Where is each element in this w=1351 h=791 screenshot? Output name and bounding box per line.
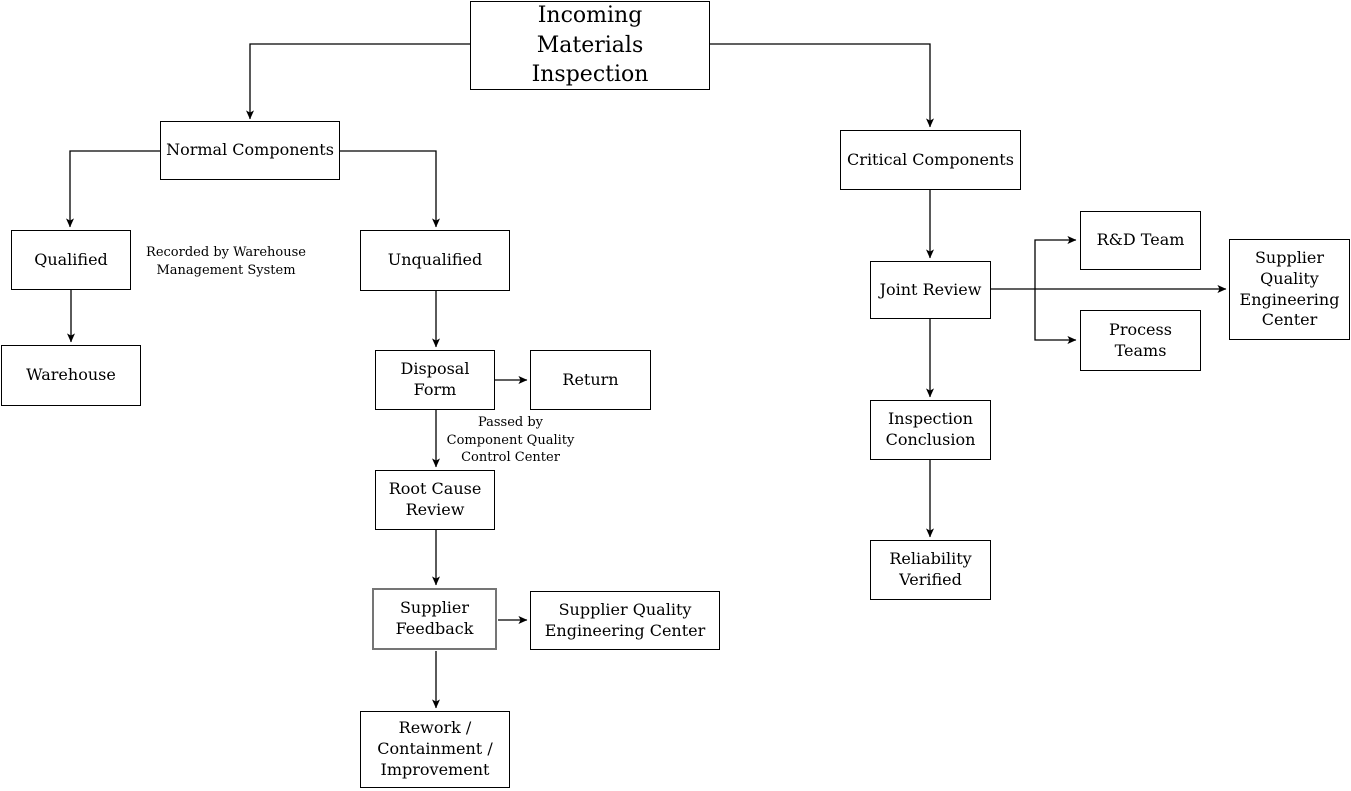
node-warehouse-label: Warehouse	[26, 365, 116, 385]
node-rework-containment-improvement: Rework / Containment / Improvement	[360, 711, 510, 788]
node-return-label: Return	[562, 369, 619, 389]
node-rework-containment-improvement-label: Rework / Containment / Improvement	[377, 718, 493, 779]
node-rd-team-label: R&D Team	[1096, 230, 1185, 250]
node-normal-components-label: Normal Components	[166, 140, 334, 160]
node-return: Return	[530, 350, 651, 410]
node-joint-review: Joint Review	[870, 261, 991, 319]
edge-title-to-critical-components	[710, 43, 934, 128]
node-normal-components: Normal Components	[160, 121, 340, 180]
node-critical-components: Critical Components	[840, 130, 1021, 190]
node-rd-team: R&D Team	[1080, 211, 1201, 270]
edge-normal-to-qualified	[66, 150, 160, 228]
node-supplier-quality-engineering-center-left: Supplier Quality Engineering Center	[530, 591, 720, 650]
annotation-warehouse-management-system: Recorded by Warehouse Management System	[146, 245, 306, 278]
node-warehouse: Warehouse	[1, 345, 141, 406]
node-process-teams: Process Teams	[1080, 310, 1201, 371]
node-supplier-quality-engineering-center-right: Supplier Quality Engineering Center	[1229, 239, 1350, 340]
node-joint-review-label: Joint Review	[879, 279, 982, 299]
node-qualified: Qualified	[11, 230, 131, 290]
annotation-component-quality-control-center: Passed by Component Quality Control Cent…	[446, 415, 575, 466]
node-inspection-conclusion: Inspection Conclusion	[870, 400, 991, 460]
edge-joint-review-to-process-teams	[1034, 289, 1077, 344]
node-critical-components-label: Critical Components	[847, 149, 1014, 169]
node-supplier-feedback-label: Supplier Feedback	[395, 598, 474, 638]
node-inspection-conclusion-label: Inspection Conclusion	[885, 409, 976, 449]
node-qualified-label: Qualified	[34, 249, 108, 269]
edge-joint-review-to-rd-team	[1034, 236, 1077, 289]
node-reliability-verified: Reliability Verified	[870, 540, 991, 600]
node-reliability-verified-label: Reliability Verified	[889, 549, 972, 589]
edge-title-to-normal-components	[246, 43, 470, 120]
node-supplier-quality-engineering-center-right-label: Supplier Quality Engineering Center	[1239, 247, 1340, 330]
node-disposal-form: Disposal Form	[375, 350, 495, 410]
node-root-cause-review-label: Root Cause Review	[388, 479, 482, 519]
node-incoming-materials-inspection: Incoming Materials Inspection	[470, 1, 710, 90]
node-root-cause-review: Root Cause Review	[375, 470, 495, 530]
node-supplier-feedback: Supplier Feedback	[372, 588, 497, 650]
node-unqualified-label: Unqualified	[387, 250, 483, 270]
node-disposal-form-label: Disposal Form	[400, 359, 470, 399]
node-unqualified: Unqualified	[360, 230, 510, 291]
node-process-teams-label: Process Teams	[1109, 319, 1172, 360]
node-supplier-quality-engineering-center-left-label: Supplier Quality Engineering Center	[544, 599, 706, 640]
edge-normal-to-unqualified	[340, 150, 440, 228]
node-incoming-materials-inspection-label: Incoming Materials Inspection	[531, 2, 649, 88]
